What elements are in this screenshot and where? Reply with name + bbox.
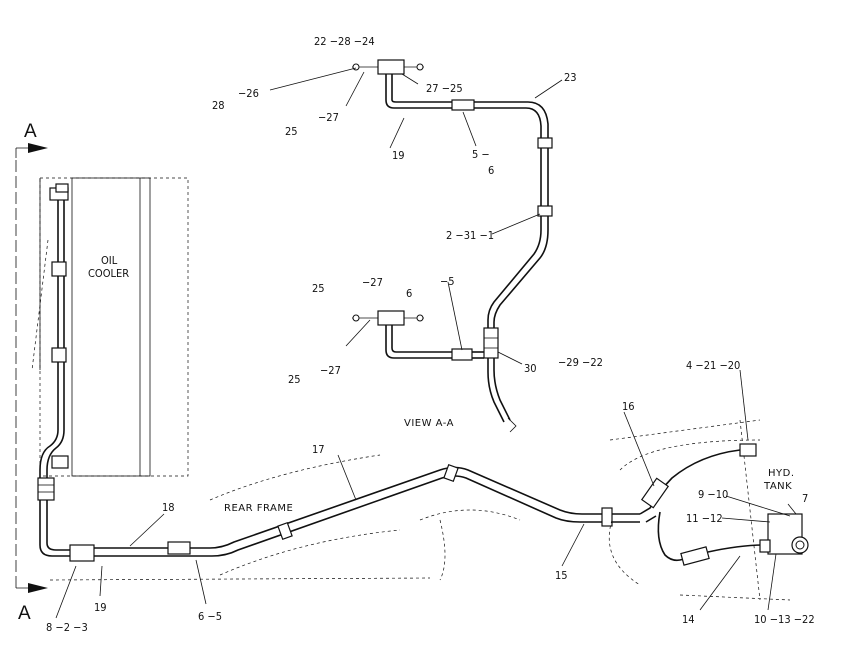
section-letter-bottom: A [18, 603, 31, 624]
callout-17: 17 [312, 443, 325, 456]
callout-11-12: 11 −12 [686, 512, 723, 525]
callout-19b: 19 [94, 601, 107, 614]
callout-8-2-3: 8 −2 −3 [46, 621, 88, 634]
callout-27b: −27 [362, 276, 383, 289]
oil-cooler: OIL COOLER [31, 177, 189, 477]
middle-tee-assembly [352, 310, 484, 361]
hyd-tank-label-1: HYD. [768, 468, 795, 479]
callout-18: 18 [162, 501, 175, 514]
rear-frame-outline [49, 419, 791, 601]
callout-7: 7 [802, 492, 808, 505]
callout-27a: −27 [318, 111, 339, 124]
callout-9-10: 9 −10 [698, 488, 728, 501]
callout-27-25: 27 −25 [426, 82, 463, 95]
view-label: VIEW A-A [404, 418, 454, 429]
callout-25a: 25 [285, 125, 298, 138]
callout-5b: −5 [440, 275, 455, 288]
callout-15: 15 [555, 569, 568, 582]
callout-29-22: −29 −22 [558, 356, 603, 369]
callout-6b: 6 [406, 287, 412, 300]
oil-cooler-label-2: COOLER [88, 267, 129, 280]
rear-frame-label: REAR FRAME [224, 503, 293, 514]
callouts: 22 −28 −24 28 −26 27 −25 23 25 −27 19 5 … [46, 35, 815, 634]
callout-23: 23 [564, 71, 577, 84]
callout-10-13-22: 10 −13 −22 [754, 613, 815, 626]
rear-frame-line [94, 463, 640, 557]
callout-14: 14 [682, 613, 695, 626]
callout-2-31-1: 2 −31 −1 [446, 229, 494, 242]
callout-22-28-24: 22 −28 −24 [314, 35, 375, 48]
callout-26: −26 [238, 87, 259, 100]
callout-28: 28 [212, 99, 225, 112]
callout-16: 16 [622, 400, 635, 413]
callout-25b: 25 [312, 282, 325, 295]
leader-lines [55, 67, 797, 619]
section-mark-top: A [15, 121, 48, 158]
oil-cooler-label-1: OIL [101, 254, 118, 267]
tank-hoses [639, 443, 809, 566]
callout-30: 30 [524, 362, 537, 375]
callout-25c: 25 [288, 373, 301, 386]
section-letter-top: A [24, 121, 37, 142]
callout-6a: 6 [488, 164, 494, 177]
callout-27c: −27 [320, 364, 341, 377]
callout-19a: 19 [392, 149, 405, 162]
cooler-tubes [37, 183, 95, 562]
callout-5a: 5 − [472, 148, 490, 161]
section-mark-bottom: A [16, 583, 48, 624]
upper-tee-assembly [352, 59, 553, 433]
callout-6-5: 6 −5 [198, 610, 222, 623]
callout-4-21-20: 4 −21 −20 [686, 359, 740, 372]
hyd-tank-label-2: TANK [763, 481, 792, 492]
